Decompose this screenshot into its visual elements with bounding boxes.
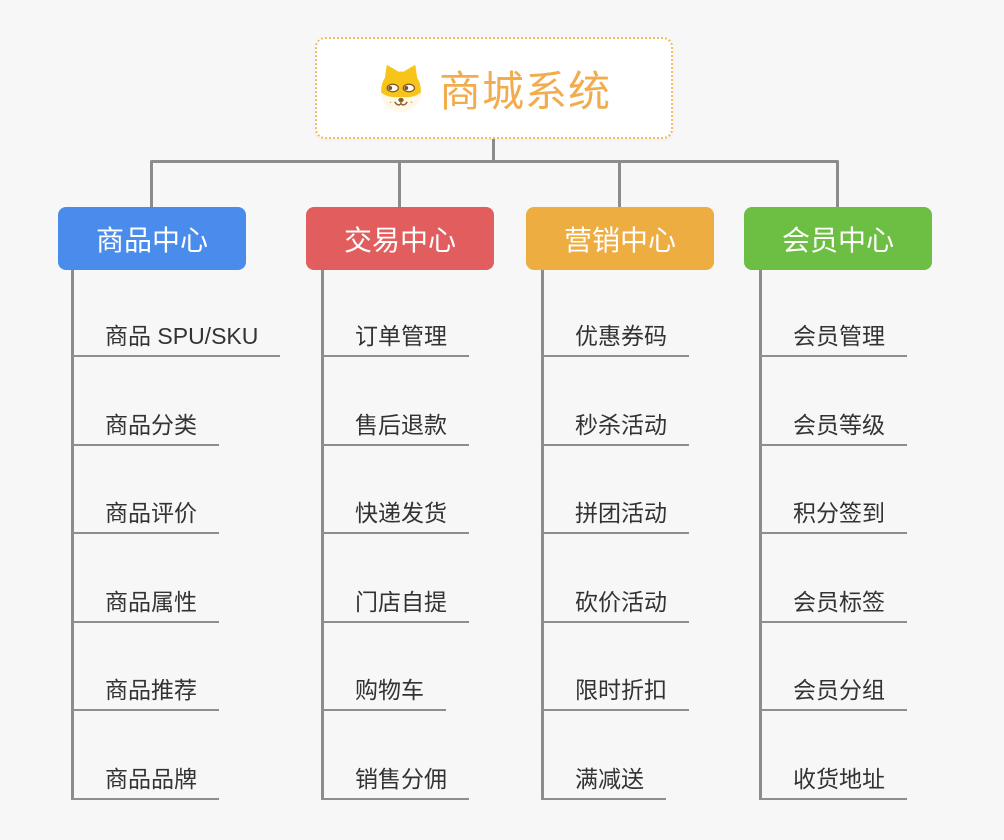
- doge-face-icon: [377, 62, 425, 114]
- branch-trade-center[interactable]: 交易中心: [306, 207, 494, 270]
- leaf-flash-sale[interactable]: 秒杀活动: [541, 408, 689, 446]
- leaf-product-brand[interactable]: 商品品牌: [71, 762, 219, 800]
- root-node-mall-system[interactable]: 商城系统: [315, 37, 673, 139]
- branch-trade-items: 订单管理 售后退款 快递发货 门店自提 购物车 销售分佣: [321, 319, 469, 800]
- branch-product-center[interactable]: 商品中心: [58, 207, 246, 270]
- leaf-limited-discount[interactable]: 限时折扣: [541, 673, 689, 711]
- leaf-sales-commission[interactable]: 销售分佣: [321, 762, 469, 800]
- connector-drop-member: [836, 161, 839, 208]
- branch-product-items: 商品 SPU/SKU 商品分类 商品评价 商品属性 商品推荐 商品品牌: [71, 319, 281, 800]
- leaf-member-level[interactable]: 会员等级: [759, 408, 907, 446]
- leaf-group-buying[interactable]: 拼团活动: [541, 496, 689, 534]
- branch-marketing-center[interactable]: 营销中心: [526, 207, 714, 270]
- connector-bus: [150, 160, 839, 163]
- leaf-bargain-event[interactable]: 砍价活动: [541, 585, 689, 623]
- branch-marketing-items: 优惠券码 秒杀活动 拼团活动 砍价活动 限时折扣 满减送: [541, 319, 689, 800]
- leaf-express-shipping[interactable]: 快递发货: [321, 496, 469, 534]
- leaf-product-recommend[interactable]: 商品推荐: [71, 673, 219, 711]
- trunk-marketing: [541, 270, 544, 800]
- leaf-order-management[interactable]: 订单管理: [321, 319, 469, 357]
- connector-root-drop: [492, 139, 495, 163]
- leaf-spend-save[interactable]: 满减送: [541, 762, 666, 800]
- leaf-shipping-address[interactable]: 收货地址: [759, 762, 907, 800]
- connector-drop-trade: [398, 161, 401, 208]
- leaf-member-tags[interactable]: 会员标签: [759, 585, 907, 623]
- leaf-product-spu-sku[interactable]: 商品 SPU/SKU: [71, 319, 281, 357]
- branch-member-center[interactable]: 会员中心: [744, 207, 932, 270]
- connector-drop-product: [150, 161, 153, 208]
- leaf-product-category[interactable]: 商品分类: [71, 408, 219, 446]
- leaf-shopping-cart[interactable]: 购物车: [321, 673, 446, 711]
- leaf-points-checkin[interactable]: 积分签到: [759, 496, 907, 534]
- leaf-product-review[interactable]: 商品评价: [71, 496, 219, 534]
- leaf-coupon-codes[interactable]: 优惠券码: [541, 319, 689, 357]
- leaf-store-pickup[interactable]: 门店自提: [321, 585, 469, 623]
- connector-drop-marketing: [618, 161, 621, 208]
- leaf-member-groups[interactable]: 会员分组: [759, 673, 907, 711]
- trunk-product: [71, 270, 74, 800]
- root-title: 商城系统: [438, 67, 611, 115]
- leaf-product-attribute[interactable]: 商品属性: [71, 585, 219, 623]
- leaf-after-sale-refund[interactable]: 售后退款: [321, 408, 469, 446]
- trunk-trade: [321, 270, 324, 800]
- trunk-member: [759, 270, 762, 800]
- leaf-member-management[interactable]: 会员管理: [759, 319, 907, 357]
- branch-member-items: 会员管理 会员等级 积分签到 会员标签 会员分组 收货地址: [759, 319, 907, 800]
